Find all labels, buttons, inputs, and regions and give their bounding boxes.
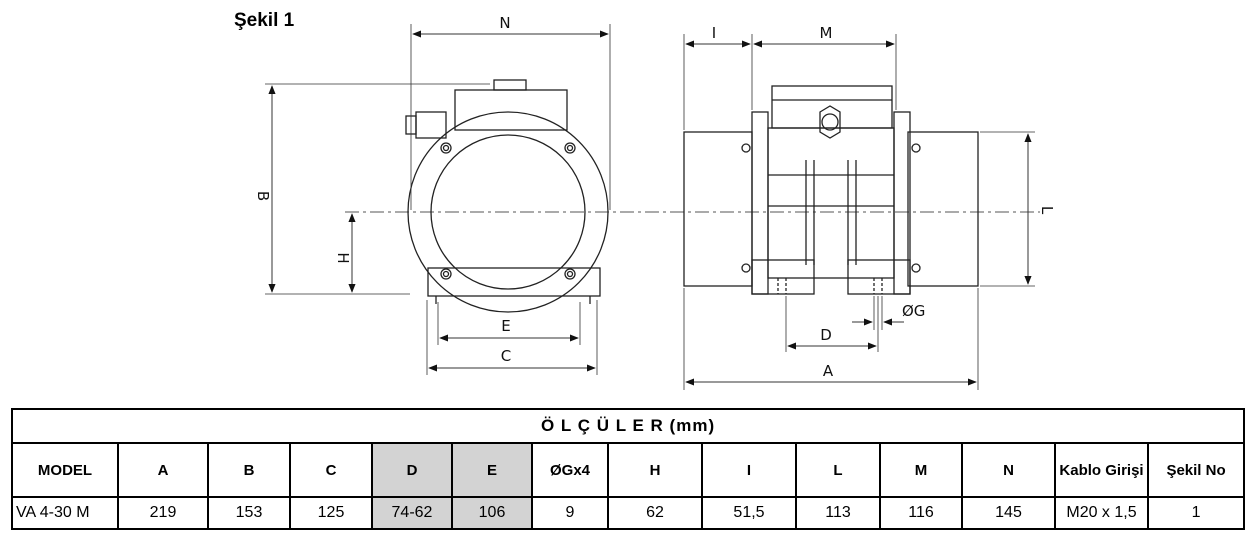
technical-drawing: N B H E C (254, 14, 1056, 390)
left-cover (683, 131, 753, 287)
cable-gland (415, 111, 447, 139)
right-cover (907, 131, 979, 287)
label-d: D (820, 326, 832, 344)
header-g: ØGx4 (531, 442, 609, 498)
header-model: MODEL (11, 442, 119, 498)
header-a: A (117, 442, 209, 498)
cell-d: 74-62 (371, 496, 453, 530)
side-dimensions (683, 34, 1035, 390)
side-foot-right (847, 259, 911, 295)
cell-m: 116 (879, 496, 963, 530)
header-i: I (701, 442, 797, 498)
table-title: Ö L Ç Ü L E R (mm) (10, 408, 1246, 444)
cell-g: 9 (531, 496, 609, 530)
motor-body (767, 127, 895, 279)
header-l: L (795, 442, 881, 498)
figure-title: Şekil 1 (234, 10, 295, 31)
header-n: N (961, 442, 1056, 498)
header-figure-no: Şekil No (1146, 442, 1246, 498)
label-a: A (823, 362, 834, 380)
cell-cable-entry: M20 x 1,5 (1054, 496, 1149, 530)
cell-e: 106 (451, 496, 533, 530)
label-b: B (254, 191, 272, 201)
housing-inner (430, 134, 586, 290)
side-view (683, 85, 979, 295)
cell-b: 153 (207, 496, 291, 530)
side-terminal-box (771, 85, 893, 129)
table-row: VA 4-30 M 219 153 125 74-62 106 9 62 51,… (11, 496, 1246, 530)
header-c: C (289, 442, 373, 498)
label-l: L (1038, 206, 1056, 215)
cell-c: 125 (289, 496, 373, 530)
side-foot-left (751, 259, 815, 295)
front-view (405, 79, 609, 313)
header-row: MODEL A B C D E ØGx4 H I L M N Kablo Gir… (11, 442, 1246, 498)
label-i: I (712, 24, 716, 42)
label-c: C (501, 347, 511, 365)
cell-h: 62 (607, 496, 703, 530)
header-h: H (607, 442, 703, 498)
housing-outer (407, 111, 609, 313)
header-m: M (879, 442, 963, 498)
cell-i: 51,5 (701, 496, 797, 530)
header-e: E (451, 442, 533, 498)
cell-a: 219 (117, 496, 209, 530)
cell-model: VA 4-30 M (11, 496, 119, 530)
header-d: D (371, 442, 453, 498)
nut (819, 105, 841, 139)
cell-l: 113 (795, 496, 881, 530)
cell-n: 145 (961, 496, 1056, 530)
base-foot (427, 267, 601, 297)
label-m: M (820, 24, 833, 42)
label-h: H (334, 252, 352, 263)
label-n: N (499, 14, 510, 32)
dimensions-table: Ö L Ç Ü L E R (mm) MODEL A B C D E ØGx4 … (10, 408, 1246, 530)
label-g: ØG (902, 302, 925, 320)
front-dimensions (265, 24, 611, 375)
cell-figure-no: 1 (1146, 496, 1246, 530)
label-e: E (501, 317, 510, 335)
header-cable-entry: Kablo Girişi (1054, 442, 1149, 498)
terminal-box (454, 89, 568, 131)
header-b: B (207, 442, 291, 498)
